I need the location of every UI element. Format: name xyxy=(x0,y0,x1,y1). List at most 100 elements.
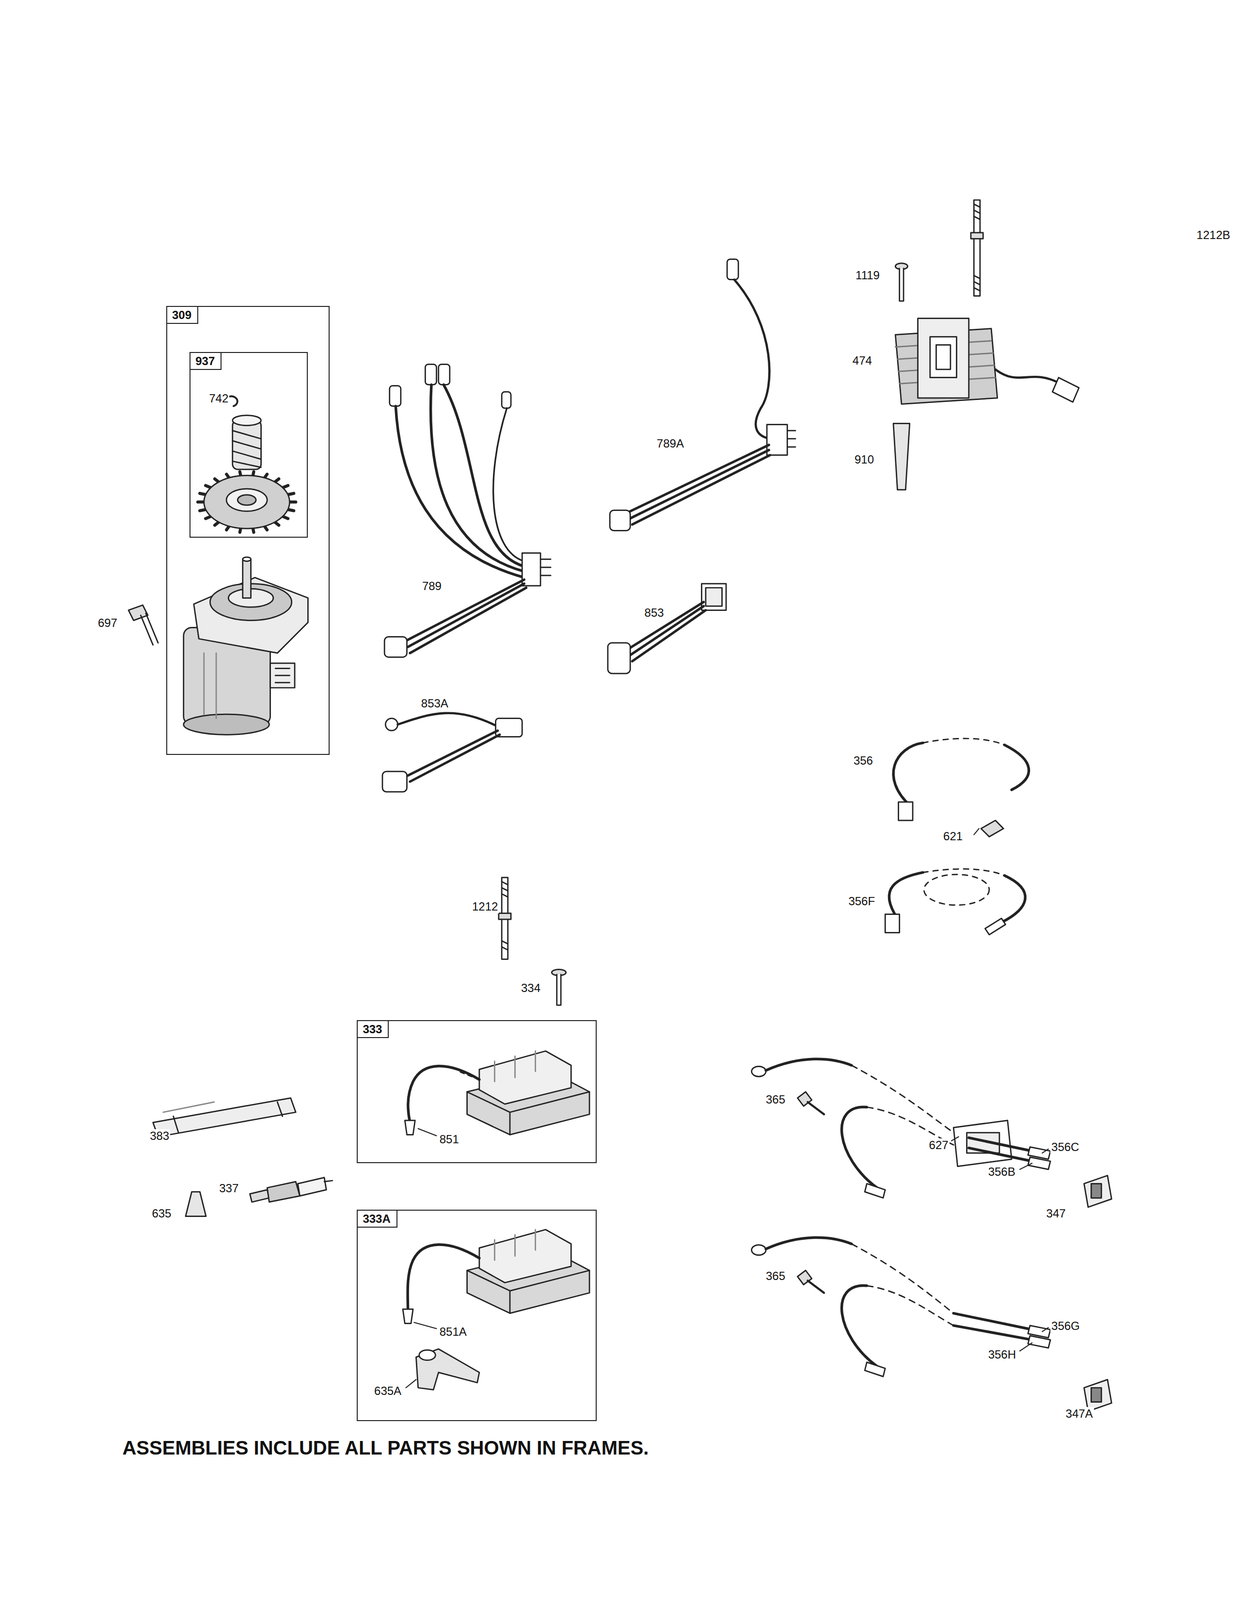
terminal-boot xyxy=(185,1191,206,1217)
pinion-spring xyxy=(232,415,262,470)
wire-harness xyxy=(734,279,772,439)
wire-harness xyxy=(425,364,437,385)
starter-gear xyxy=(237,494,256,506)
callout-number: 356F xyxy=(847,894,876,908)
bolt xyxy=(128,604,148,621)
switch-harness xyxy=(953,1313,1032,1340)
bolt xyxy=(140,613,159,645)
wire-harness xyxy=(540,558,551,576)
pinion-spring xyxy=(232,415,262,426)
ignition-coil xyxy=(479,1050,571,1104)
ignition-coil xyxy=(402,1229,590,1324)
ground-wire xyxy=(1004,744,1029,790)
callout-number: 334 xyxy=(520,981,542,995)
switch-harness xyxy=(751,1058,1051,1198)
ignition-coil xyxy=(408,1065,480,1123)
callout-number: 356 xyxy=(852,753,874,768)
callout-number: 347A xyxy=(1064,1406,1094,1421)
callout-number: 356C xyxy=(1050,1140,1080,1154)
wire-harness xyxy=(787,430,796,447)
screw xyxy=(797,1269,824,1293)
callout-number: 1212B xyxy=(1195,228,1232,242)
wire-harness xyxy=(382,713,523,792)
leader-line xyxy=(1042,1327,1049,1332)
callout-number: 337 xyxy=(218,1181,240,1195)
wire-harness xyxy=(443,384,524,567)
switch-harness xyxy=(864,1183,886,1198)
wire-harness xyxy=(493,408,525,562)
tube xyxy=(153,1097,297,1137)
starter-gear xyxy=(226,488,268,511)
switch-harness xyxy=(751,1237,1051,1377)
ground-wire xyxy=(893,738,1029,821)
switch-harness xyxy=(968,1137,1032,1161)
callout-number: 347 xyxy=(1045,1206,1067,1221)
wire-harness xyxy=(607,642,631,674)
screw xyxy=(797,1091,824,1114)
callout-number: 853 xyxy=(643,605,666,620)
callout-number: 851A xyxy=(438,1324,468,1339)
stud xyxy=(498,913,511,920)
ground-wire xyxy=(898,801,913,821)
callout-number: 635 xyxy=(150,1206,173,1221)
spacer xyxy=(893,423,910,490)
callout-number: 789 xyxy=(421,579,443,593)
frame-number: 937 xyxy=(190,352,222,370)
starter-motor xyxy=(242,558,252,598)
wire-harness xyxy=(628,444,770,525)
switch-harness xyxy=(751,1244,766,1255)
bolt xyxy=(128,604,159,645)
wire-harness xyxy=(408,730,500,782)
leader-line xyxy=(1042,1148,1049,1153)
spacer xyxy=(893,423,910,490)
tube xyxy=(153,1097,297,1137)
callout-number: 621 xyxy=(942,829,964,843)
callout-number: 365 xyxy=(764,1092,787,1107)
callout-number: 356H xyxy=(987,1347,1017,1362)
callout-number: 474 xyxy=(851,353,873,368)
ignition-armature xyxy=(930,336,957,378)
wire-harness xyxy=(389,385,401,407)
screw xyxy=(895,263,908,302)
ignition-armature xyxy=(1052,377,1079,403)
callout-number: 853A xyxy=(420,696,450,711)
spark-plug xyxy=(249,1177,333,1203)
wire-harness xyxy=(701,583,727,611)
leader-line xyxy=(405,828,1048,1388)
starter-motor xyxy=(183,556,309,735)
wire-harness xyxy=(522,553,541,586)
callout-number: 365 xyxy=(764,1268,787,1283)
assembly-frame: 937 xyxy=(189,351,308,538)
screw xyxy=(556,974,561,1005)
stop-wire xyxy=(923,874,990,905)
stud xyxy=(498,877,511,959)
leader-line xyxy=(413,1322,437,1329)
wire-harness xyxy=(385,718,398,731)
screw xyxy=(899,268,904,302)
wire-harness xyxy=(382,771,407,792)
screw xyxy=(807,1280,824,1293)
stud xyxy=(973,200,981,297)
stop-wire xyxy=(888,871,923,919)
stud xyxy=(970,232,983,239)
switch xyxy=(1091,1183,1102,1198)
leader-line xyxy=(405,1378,416,1388)
leader-line xyxy=(1019,1342,1032,1351)
stop-wire xyxy=(1001,875,1026,923)
wire-harness xyxy=(395,406,524,578)
callout-number: 910 xyxy=(853,452,875,467)
wire-clip xyxy=(981,820,1004,837)
switch-harness xyxy=(953,1120,1012,1167)
switch-harness xyxy=(751,1065,766,1077)
callout-number: 627 xyxy=(928,1138,950,1152)
stop-wire xyxy=(984,918,1006,935)
caption: ASSEMBLIES INCLUDE ALL PARTS SHOWN IN FR… xyxy=(122,1435,649,1459)
frame-number: 333 xyxy=(357,1020,389,1038)
wire-harness xyxy=(384,636,407,657)
wire-harness xyxy=(628,602,706,662)
ignition-coil xyxy=(494,1050,536,1082)
wire-harness xyxy=(405,579,526,653)
wire-harness xyxy=(607,583,727,674)
starter-gear xyxy=(197,471,296,533)
